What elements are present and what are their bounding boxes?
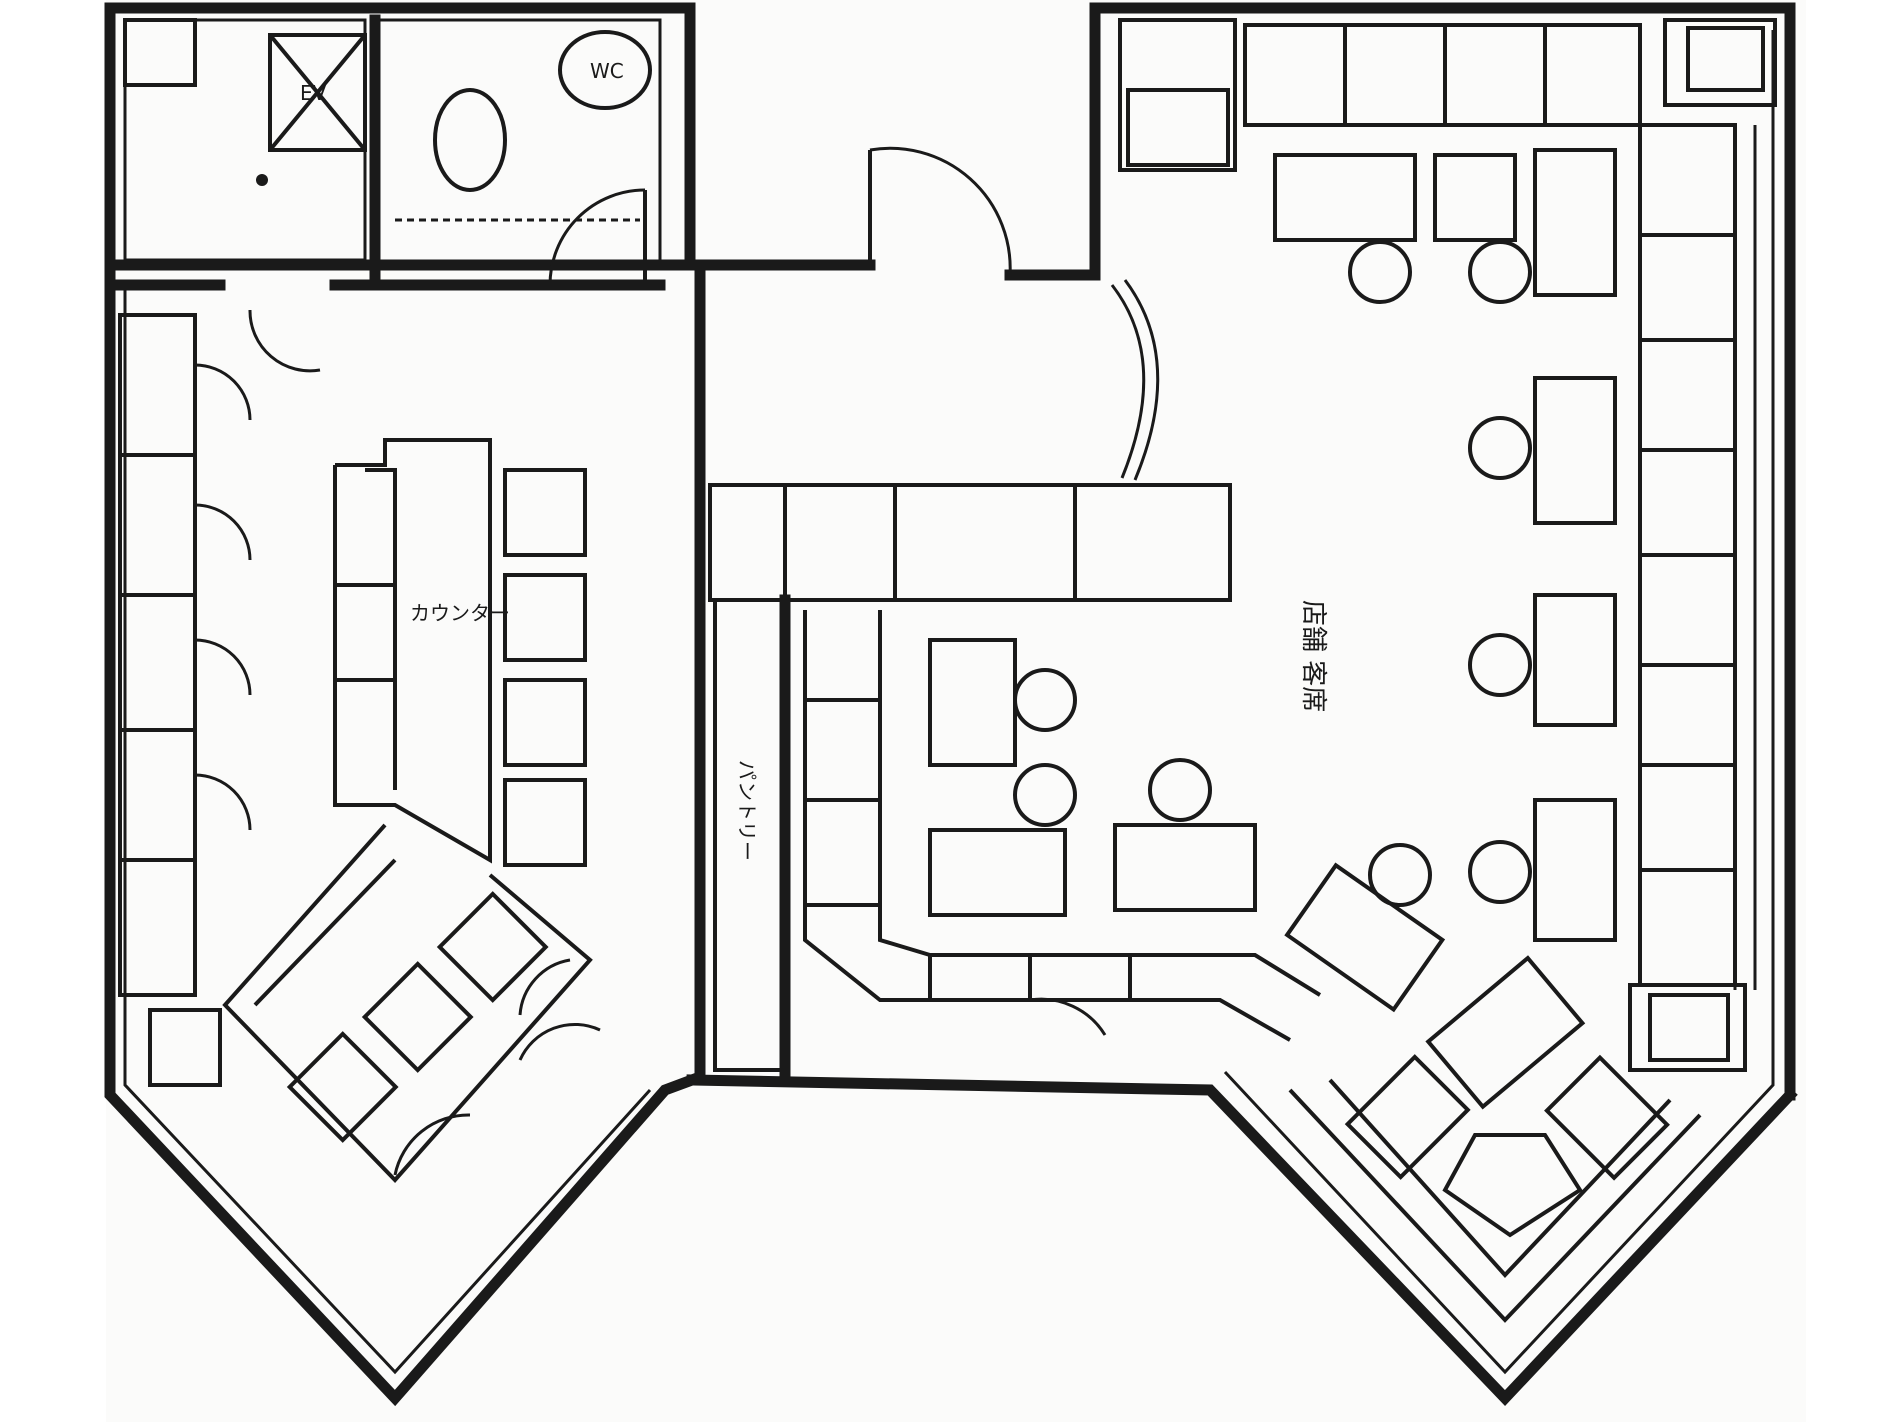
dining-area-label: 店舗 客席 (1298, 600, 1328, 712)
wall-entry-right (1019, 2, 1101, 281)
center-partition (694, 264, 1232, 1081)
kitchen-label: カウンター (410, 601, 510, 625)
ev-room-outline (123, 18, 367, 262)
top-bench (1243, 23, 1642, 127)
partition-counter (708, 483, 1232, 602)
column-bottom-right (1628, 983, 1747, 1072)
wc-room-outline (373, 18, 662, 267)
floor-plan-sheet (106, 0, 1806, 1422)
dining-tables-center (928, 638, 1257, 917)
pantry-label: パントリー (735, 760, 759, 861)
entry-door-swing (869, 146, 1012, 276)
entry-door (868, 146, 1160, 481)
wc-label: WC (590, 59, 624, 83)
top-right-area (1118, 18, 1777, 172)
exterior-walls (104, 2, 1798, 1407)
sink-icon (433, 88, 507, 192)
ev-room: EV (104, 18, 381, 291)
left-cabinets (118, 309, 321, 1087)
wall-right-top (1089, 2, 1796, 1101)
wall-left-bay (104, 2, 700, 1407)
ev-label: EV (300, 81, 327, 105)
left-bay-seating (286, 891, 601, 1176)
bay-seating-right (1288, 1054, 1702, 1323)
wc-room: WC (369, 14, 666, 291)
wc-door-swing (548, 188, 646, 286)
dining-tables-right (1273, 148, 1617, 1110)
pantry-column (713, 598, 787, 1072)
column-top-right (1663, 18, 1777, 107)
curved-glass-wall (1123, 279, 1160, 481)
top-right-cabinet (1118, 18, 1237, 172)
toilet-icon (558, 30, 652, 110)
ev-shaft (268, 33, 367, 152)
center-booth (803, 610, 1322, 1042)
wall-right-bay (686, 1074, 1798, 1406)
kitchen-counter: カウンター (222, 438, 593, 1183)
right-bench (1628, 123, 1747, 1072)
counter-stools (503, 468, 587, 867)
